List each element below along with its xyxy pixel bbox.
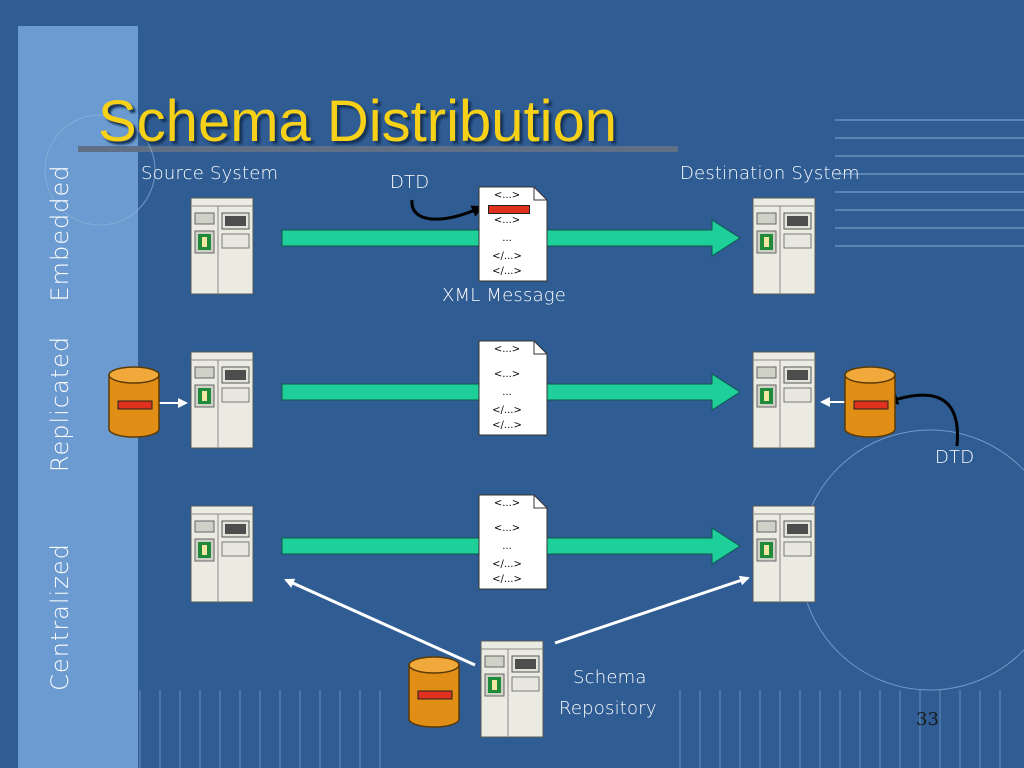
document-line: </...> [492, 420, 522, 431]
document-line: ... [502, 233, 512, 244]
document-line: <...> [493, 344, 521, 355]
document-line: </...> [492, 559, 522, 570]
source-server-replicated [190, 351, 254, 449]
document-line: ... [502, 387, 512, 398]
document-line: <...> [493, 215, 521, 226]
title-underline [78, 146, 678, 152]
dtd-right-pointer [886, 393, 959, 447]
dtd-marker [488, 205, 530, 214]
destination-server-centralized [752, 505, 816, 603]
document-line: </...> [492, 574, 522, 585]
repository-database-icon [408, 656, 460, 728]
repository-to-destination [554, 575, 750, 645]
document-line: </...> [492, 266, 522, 277]
xml-document-replicated: <...> <...> ... </...> </...> [478, 340, 548, 436]
slide-title: Schema Distribution [98, 89, 617, 154]
source-server-centralized [190, 505, 254, 603]
document-line: <...> [493, 190, 521, 201]
source-database-icon [108, 366, 160, 438]
decor-vlines [139, 690, 1001, 768]
xml-document-centralized: <...> <...> ... </...> </...> [478, 494, 548, 590]
document-icon [478, 494, 548, 590]
source-server-embedded [190, 197, 254, 295]
document-line: <...> [493, 369, 521, 380]
dtd-label-replicated: DTD [935, 447, 975, 468]
document-line: </...> [492, 251, 522, 262]
repository-to-source [284, 578, 476, 667]
destination-database-icon [844, 366, 896, 438]
schema-repository-label-line2: Repository [559, 698, 657, 719]
decor-hlines [835, 119, 1024, 247]
document-line: <...> [493, 498, 521, 509]
schema-repository-label-line1: Schema [573, 667, 647, 688]
destination-system-label: Destination System [680, 163, 860, 184]
page-number: 33 [916, 709, 939, 730]
document-line: </...> [492, 405, 522, 416]
source-system-label: Source System [141, 163, 279, 184]
document-line: <...> [493, 523, 521, 534]
document-icon [478, 340, 548, 436]
dtd-top-pointer [410, 199, 484, 221]
document-line: ... [502, 541, 512, 552]
dtd-label-embedded: DTD [390, 172, 430, 193]
xml-message-label: XML Message [442, 285, 567, 306]
destination-server-embedded [752, 197, 816, 295]
destination-server-replicated [752, 351, 816, 449]
schema-repository-server [480, 640, 544, 738]
decor-circle-top [44, 114, 156, 226]
xml-document-embedded: <...> <...> ... </...> </...> [478, 186, 548, 282]
